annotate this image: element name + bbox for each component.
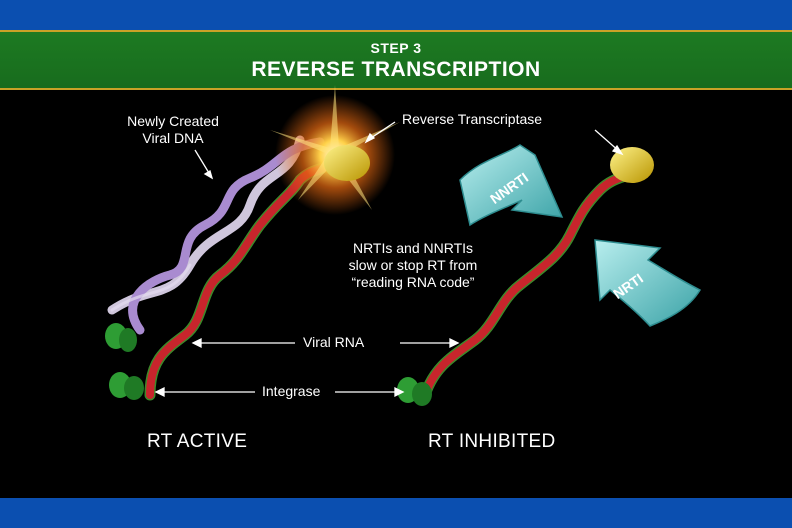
newly-created-line-2: Viral DNA [142, 130, 204, 146]
step-label: STEP 3 [370, 40, 422, 56]
reverse-transcriptase-active-icon [324, 145, 370, 181]
viral-rna-label: Viral RNA [303, 334, 365, 350]
nrti-note-line-2: slow or stop RT from [348, 257, 478, 273]
top-frame-band [0, 0, 792, 30]
integrase-active-icon [105, 323, 144, 400]
nrti-note-line-1: NRTIs and NNRTIs [352, 240, 474, 256]
viral-rna-inhibited-strand [419, 169, 634, 401]
integrase-label: Integrase [262, 383, 321, 399]
nrti-arrow-icon [594, 239, 702, 327]
pointer-lines [154, 121, 624, 398]
nrti-note-line-3: “reading RNA code” [351, 274, 475, 290]
reverse-transcriptase-inhibited-icon [610, 147, 654, 183]
header-bar: STEP 3 REVERSE TRANSCRIPTION [0, 30, 792, 90]
integrase-inhibited-icon [397, 377, 432, 406]
diagram-artwork [105, 85, 702, 406]
slide: STEP 3 REVERSE TRANSCRIPTION [0, 30, 792, 498]
rt-inhibited-label: RT INHIBITED [428, 431, 556, 452]
dna-helix-icon [107, 135, 325, 335]
reverse-transcriptase-label: Reverse Transcriptase [402, 111, 543, 127]
nrti-note: NRTIs and NNRTIs slow or stop RT from “r… [318, 240, 508, 291]
bottom-frame-band [0, 498, 792, 528]
newly-created-line-1: Newly Created [127, 113, 219, 129]
nnrti-arrow-icon [459, 144, 564, 227]
newly-created-dna-label: Newly Created Viral DNA [108, 113, 238, 147]
page-title: REVERSE TRANSCRIPTION [251, 58, 541, 81]
rt-active-label: RT ACTIVE [147, 431, 248, 452]
